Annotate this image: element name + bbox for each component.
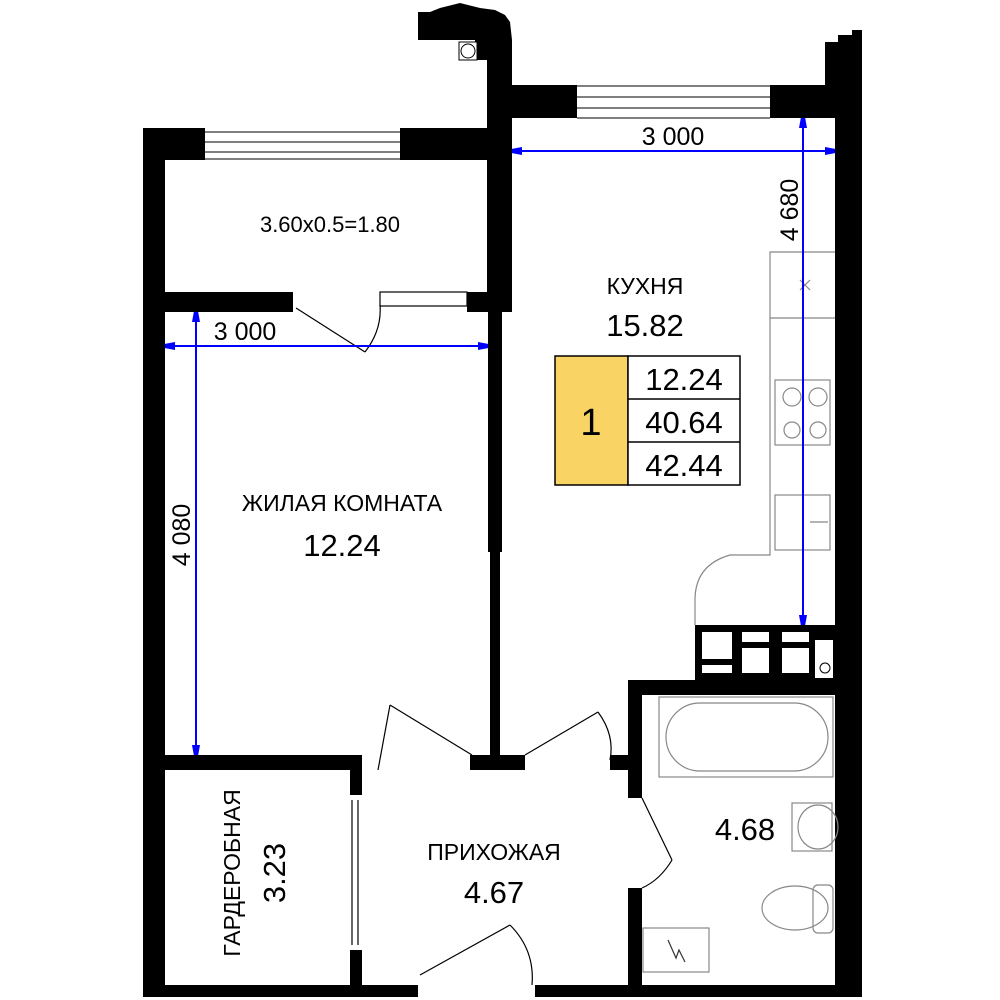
wardrobe-name: ГАРДЕРОБНАЯ (219, 789, 245, 956)
walls (143, 3, 862, 997)
kitchen-area: 15.82 (606, 308, 684, 343)
kitchen-width-dim: 3 000 (642, 123, 705, 151)
living-width-dim: 3 000 (214, 318, 277, 346)
doors (295, 291, 673, 986)
living-length-dim: 4 080 (168, 504, 196, 567)
kitchen-length-dim: 4 680 (776, 179, 804, 242)
area-summary-table: 1 12.24 40.64 42.44 (554, 355, 741, 486)
rooms-count: 1 (580, 402, 601, 444)
living-name: ЖИЛАЯ КОМНАТА (242, 490, 443, 516)
hallway-area: 4.67 (464, 875, 524, 910)
bathroom-area: 4.68 (715, 812, 775, 847)
total-area: 40.64 (645, 405, 723, 440)
dimension-lines (165, 118, 835, 755)
rooms-count-cell (554, 355, 629, 486)
wardrobe-area: 3.23 (257, 843, 292, 903)
windows (205, 85, 770, 160)
living-area: 12.24 (303, 528, 381, 563)
kitchen-name: КУХНЯ (607, 273, 684, 299)
balcony-area: 3.60x0.5=1.80 (260, 212, 400, 237)
living-area-total: 12.24 (645, 362, 723, 397)
drain-pipe-icon (458, 41, 478, 61)
bathroom-fixtures (642, 696, 839, 973)
hallway-name: ПРИХОЖАЯ (427, 839, 561, 865)
vent-shaft-openings (702, 632, 833, 678)
total-area-with-balcony: 42.44 (645, 448, 723, 483)
